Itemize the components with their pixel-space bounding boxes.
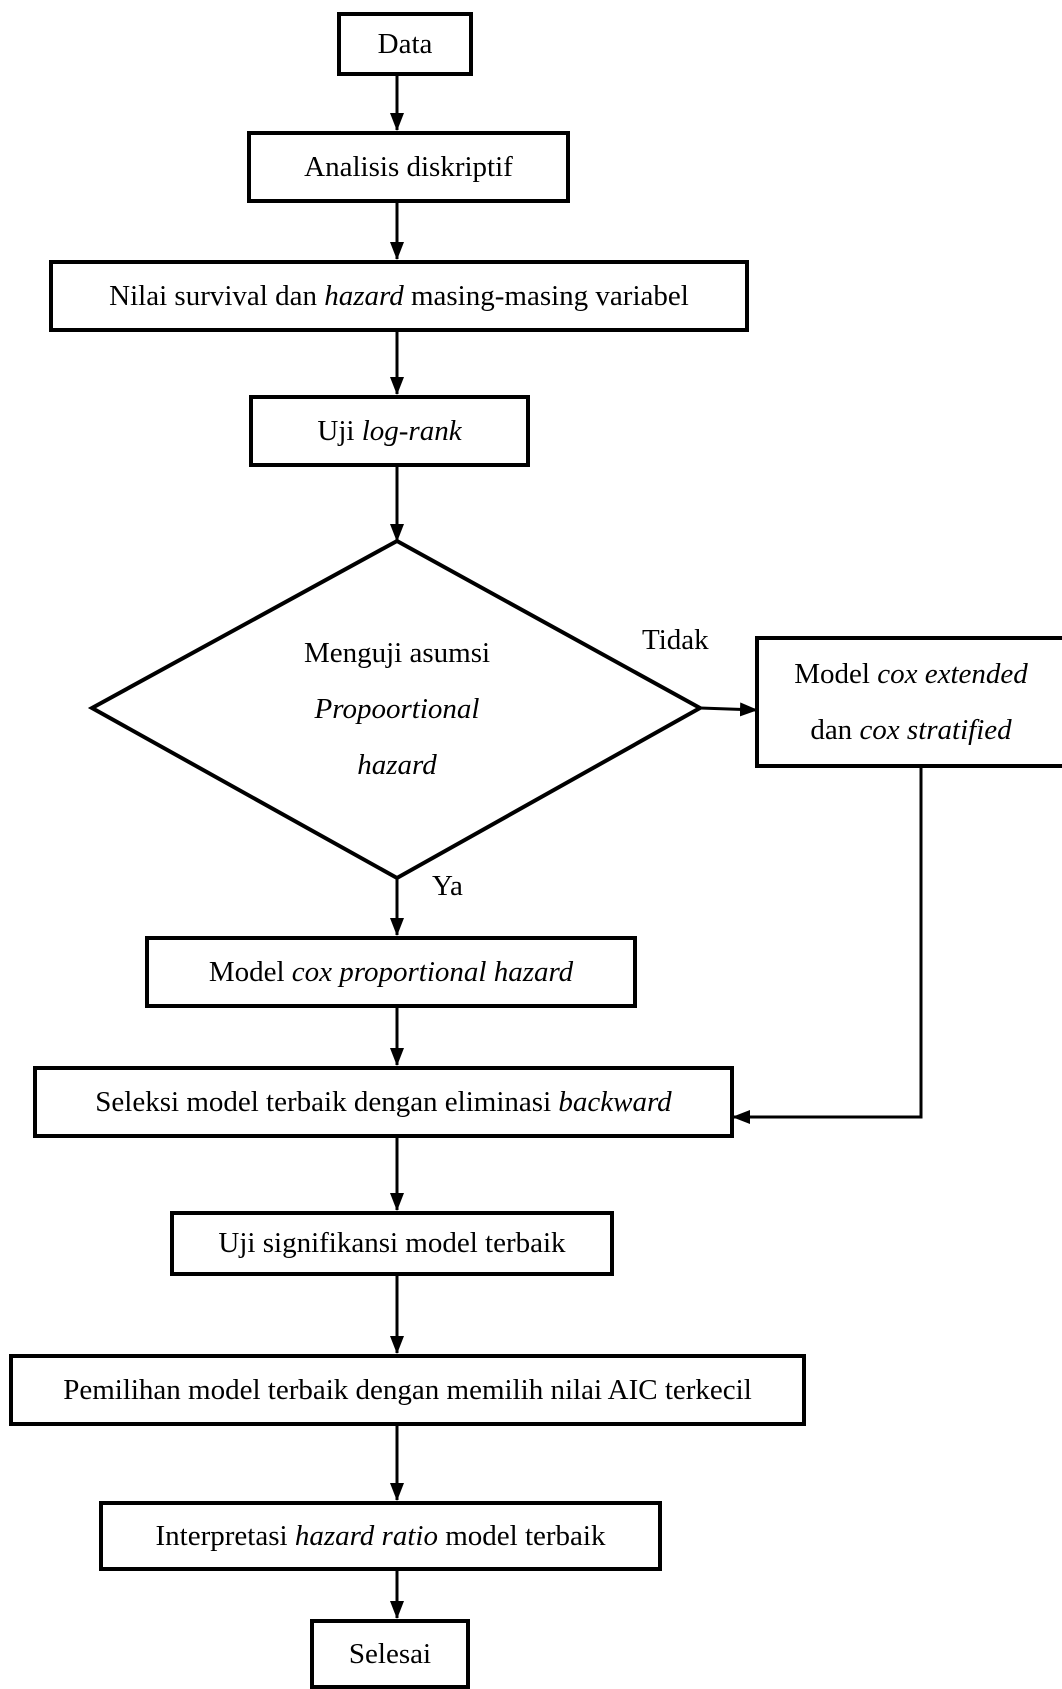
node-nilai-label: Nilai survival dan hazard masing-masing … (109, 279, 689, 312)
node-uji-signifikansi: Uji signifikansi model terbaik (170, 1211, 614, 1276)
node-cox-extended: Model cox extended dan cox stratified (755, 636, 1062, 768)
node-uji-signifikansi-label: Uji signifikansi model terbaik (218, 1227, 566, 1260)
node-interpretasi: Interpretasi hazard ratio model terbaik (99, 1501, 662, 1571)
node-uji-log-rank: Uji log-rank (249, 395, 530, 467)
node-cox-proportional-hazard: Model cox proportional hazard (145, 936, 637, 1008)
decision-text: Menguji asumsi Propoortional hazard (247, 625, 547, 793)
decision-line-2: Propoortional (314, 693, 480, 725)
node-nilai-survival: Nilai survival dan hazard masing-masing … (49, 260, 749, 332)
node-uji-log-rank-label: Uji log-rank (317, 414, 462, 447)
node-selesai-label: Selesai (348, 1637, 432, 1670)
node-data-label: Data (377, 27, 433, 60)
node-analisis-label: Analisis diskriptif (304, 150, 513, 183)
node-cox-ph-label: Model cox proportional hazard (208, 955, 574, 988)
arrow-coxext-seleksi (732, 768, 923, 1124)
node-interpretasi-label: Interpretasi hazard ratio model terbaik (155, 1519, 606, 1552)
node-seleksi-label: Seleksi model terbaik dengan eliminasi b… (95, 1085, 672, 1118)
decision-line-3: hazard (357, 749, 437, 781)
node-cox-extended-line-1: Model cox extended (794, 658, 1028, 690)
node-selesai: Selesai (310, 1619, 470, 1689)
edge-label-ya: Ya (432, 870, 463, 902)
node-data: Data (337, 12, 473, 76)
edge-label-tidak: Tidak (642, 624, 709, 656)
node-pemilihan-model: Pemilihan model terbaik dengan memilih n… (9, 1354, 806, 1426)
arrow-tidak (699, 702, 758, 717)
decision-line-1: Menguji asumsi (303, 637, 491, 669)
node-analisis-diskriptif: Analisis diskriptif (247, 131, 570, 203)
decision-diamond (87, 538, 705, 881)
node-cox-extended-line-2: dan cox stratified (810, 714, 1012, 746)
node-seleksi-model: Seleksi model terbaik dengan eliminasi b… (33, 1066, 734, 1138)
node-pemilihan-label: Pemilihan model terbaik dengan memilih n… (63, 1373, 752, 1406)
